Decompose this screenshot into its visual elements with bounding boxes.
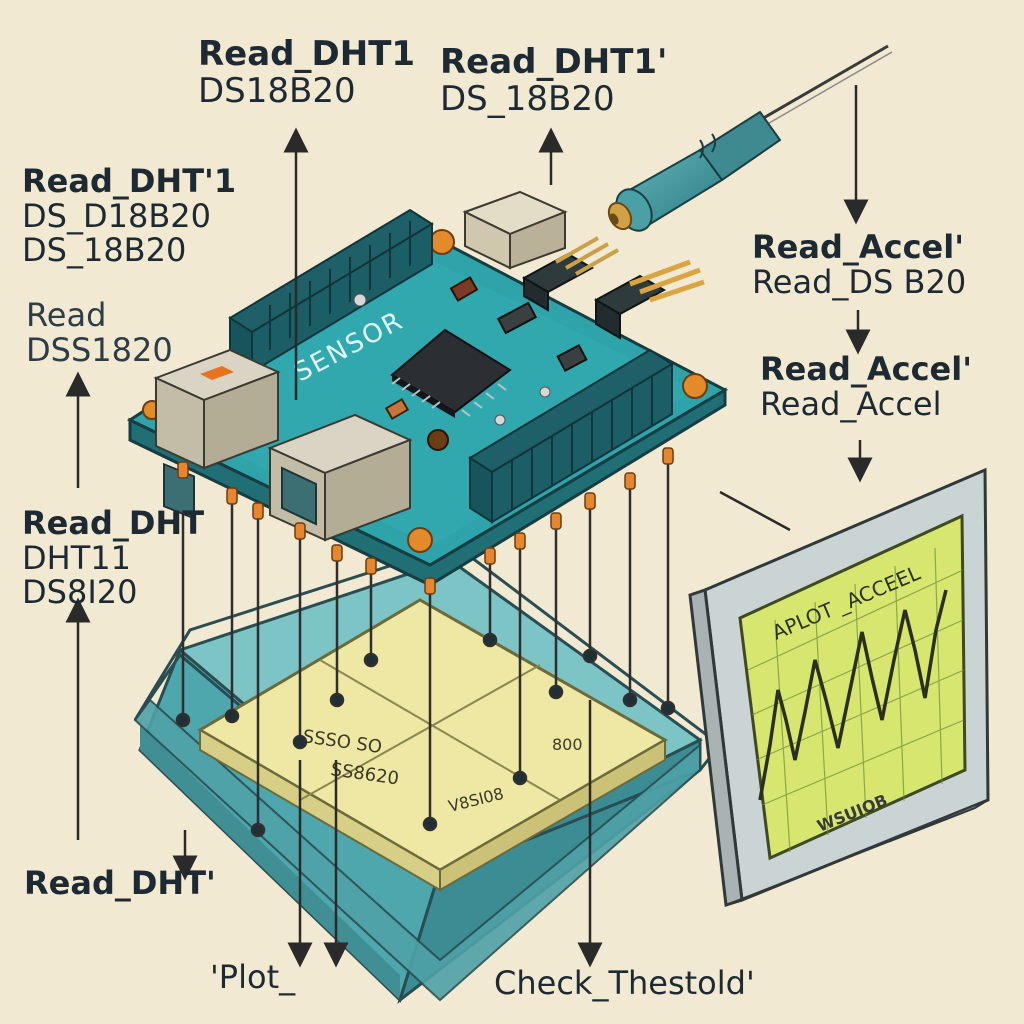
usb-port-right: [267, 413, 413, 542]
mount-hole: [407, 527, 433, 553]
mount-hole: [682, 373, 708, 399]
sensor-pcb: SENSOR: [126, 190, 729, 595]
label-left-2: Read DSS1820: [26, 298, 173, 367]
label-line: Read_DHT1: [198, 34, 416, 74]
annotation-arrows: [65, 85, 873, 968]
breadboard: SSSO SO SS8620 800 V8SI08: [197, 598, 669, 892]
label-line: Read_DHT'1: [22, 162, 237, 200]
breadboard-label: 800: [552, 735, 583, 754]
label-line: 'Plot_: [210, 958, 296, 996]
pin-tips: [177, 447, 674, 595]
label-top-mid: Read_DHT1' DS_18B20: [440, 44, 667, 117]
label-right-2: Read_Accel' Read_Accel: [760, 352, 972, 421]
plot-monitor: APLOT _ACCEEL WSUIOB: [688, 467, 990, 907]
sensor-module-block: [462, 190, 568, 270]
label-line: Read_DHT1': [440, 42, 668, 82]
label-check-threshold: Check_Thestold': [494, 966, 755, 1001]
label-left-3: Read_DHT DHT11 DS8I20: [22, 506, 204, 610]
usb-port-left: [153, 348, 281, 520]
label-line: Read_DS B20: [752, 262, 967, 301]
label-left-4: Read_DHT': [24, 866, 216, 901]
right-angle-connectors: [521, 236, 705, 340]
label-top-left: Read_DHT1 DS18B20: [198, 36, 415, 109]
label-line: DS_18B20: [440, 78, 615, 119]
sensor-probe-cable: [607, 44, 893, 232]
label-right-1: Read_Accel' Read_DS B20: [752, 230, 966, 299]
label-line: DS8I20: [22, 573, 138, 612]
smd-components: [353, 276, 588, 451]
label-line: DS_18B20: [22, 231, 187, 270]
label-line: Check_Thestold': [494, 964, 755, 1002]
label-line: DSS1820: [26, 330, 173, 369]
screen-grid: [747, 547, 965, 853]
label-left-1: Read_DHT'1 DS_D18B20 DS_18B20: [22, 164, 236, 268]
label-line: DHT11: [22, 538, 131, 577]
plot-trace: [758, 589, 948, 801]
label-line: DS18B20: [198, 70, 356, 111]
label-line: Read: [26, 296, 107, 334]
wire-leads: [175, 455, 676, 838]
mount-hole: [429, 229, 455, 255]
label-line: Read_Accel: [760, 384, 942, 423]
label-line: DS_D18B20: [22, 196, 211, 235]
label-line: Read_Accel': [752, 228, 965, 266]
label-line: Read_Accel': [760, 350, 973, 388]
pin-header-front: [468, 348, 674, 524]
label-line: Read_DHT': [24, 864, 216, 902]
label-line: Read_DHT: [22, 504, 205, 542]
label-plot: 'Plot_: [210, 960, 295, 995]
microcontroller-chip: [390, 328, 512, 418]
